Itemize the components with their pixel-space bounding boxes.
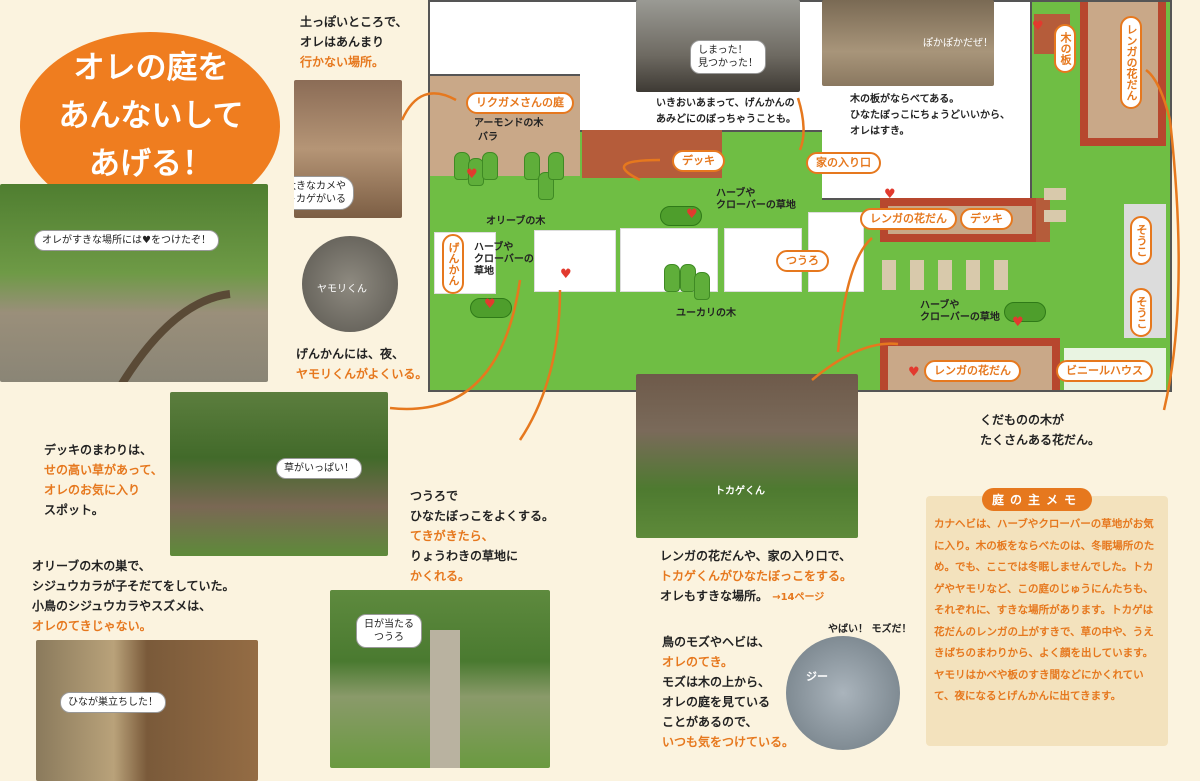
board-caption: ぽかぽかだぜ！ bbox=[923, 38, 993, 49]
heart-icon: ♥ bbox=[1012, 315, 1024, 330]
lizard-caption: トカゲくん bbox=[715, 486, 765, 497]
map-label-eucalyptus: ユーカリの木 bbox=[676, 308, 736, 319]
map-tree bbox=[524, 152, 540, 180]
map-bush bbox=[1004, 302, 1046, 322]
map-label-rose: バラ bbox=[478, 132, 498, 143]
map-label-brick-1: レンガの花だん bbox=[860, 208, 957, 230]
photo-gecko: ヤモリくん bbox=[302, 236, 398, 332]
map-label-deck-2: デッキ bbox=[960, 208, 1013, 230]
entrance-caption: しまった！見つかった！ bbox=[690, 40, 766, 74]
memo-box: 庭の主メモ カナヘビは、ハーブやクローバーの草地がお気に入り。木の板をならべたの… bbox=[926, 488, 1168, 746]
photo-turtle: 大きなカメやトカゲがいる bbox=[294, 80, 402, 218]
heart-icon: ♥ bbox=[1032, 19, 1044, 34]
page-link[interactable]: →14ページ bbox=[772, 592, 825, 603]
photo-path: 日が当たるつうろ bbox=[330, 590, 550, 768]
shrike-caption: やばい！ モズだ！ bbox=[828, 624, 912, 635]
map-label-herb-1: ハーブやクローバーの草地 bbox=[474, 242, 534, 277]
map-step bbox=[966, 260, 980, 290]
note-olive: オリーブの木の巣で、 シジュウカラが子そだてをしていた。 小鳥のシジュウカラやス… bbox=[32, 559, 235, 633]
photo-board: ぽかぽかだぜ！ bbox=[822, 0, 994, 86]
memo-title: 庭の主メモ bbox=[982, 488, 1093, 511]
heart-icon: ♥ bbox=[466, 167, 478, 182]
gecko-caption: ヤモリくん bbox=[317, 284, 367, 295]
path-stones bbox=[430, 630, 460, 768]
map-label-souko-2: そうこ bbox=[1130, 288, 1152, 337]
map-label-genkan: げんかん bbox=[442, 234, 464, 294]
map-step bbox=[910, 260, 924, 290]
hero-caption: オレがすきな場所には♥をつけたぞ！ bbox=[34, 230, 219, 251]
map-step bbox=[1044, 210, 1066, 222]
heart-icon: ♥ bbox=[908, 365, 920, 380]
map-building-left bbox=[430, 2, 582, 76]
note-shrike: 鳥のモズやヘビは、 オレのてき。 モズは木の上から、 オレの庭を見ている ことが… bbox=[662, 635, 795, 749]
map-label-board: 木の板 bbox=[1054, 24, 1076, 73]
photo-lizard-brick: トカゲくん bbox=[636, 374, 858, 538]
map-step bbox=[1044, 188, 1066, 200]
path-caption: 日が当たるつうろ bbox=[356, 614, 422, 648]
map-label-souko-1: そうこ bbox=[1130, 216, 1152, 265]
map-tree bbox=[664, 264, 680, 292]
note-gecko: げんかんには、夜、 ヤモリくんがよくいる。 bbox=[296, 347, 428, 381]
note-deck: デッキのまわりは、 せの高い草があって、 オレのお気に入り スポット。 bbox=[44, 443, 163, 517]
map-step bbox=[994, 260, 1008, 290]
map-label-herb-3: ハーブやクローバーの草地 bbox=[920, 300, 1000, 323]
note-dirt-area: 土っぽいところで、 オレはあんまり 行かない場所。 bbox=[300, 15, 408, 69]
turtle-caption: 大きなカメやトカゲがいる bbox=[294, 176, 354, 210]
heart-icon: ♥ bbox=[686, 207, 698, 222]
page-title: オレの庭を あんないして あげる！ bbox=[58, 50, 244, 182]
map-tree bbox=[548, 152, 564, 180]
map-tree bbox=[482, 152, 498, 180]
map-step bbox=[882, 260, 896, 290]
map-deck-2 bbox=[1036, 198, 1050, 242]
map-step bbox=[938, 260, 952, 290]
photo-deck: 草がいっぱい！ bbox=[170, 392, 388, 556]
note-entrance: いきおいあまって、げんかんの あみどにのぼっちゃうことも。 bbox=[656, 98, 796, 125]
map-label-brick-2: レンガの花だん bbox=[924, 360, 1021, 382]
note-brick: レンガの花だんや、家の入り口で、 トカゲくんがひなたぼっこをする。 オレもすきな… bbox=[660, 549, 853, 603]
garden-map: ♥ ♥ ♥ ♥ ♥ ♥ ♥ ♥ リクガメさんの庭 アーモンドの木 バラ オリーブ… bbox=[428, 0, 1172, 392]
map-label-deck-1: デッキ bbox=[672, 150, 725, 172]
note-path: つうろで ひなたぼっこをよくする。 てきがきたら、 りょうわきの草地に かくれる… bbox=[410, 489, 555, 583]
shrike-sound: ジー bbox=[806, 670, 828, 683]
map-label-herb-2: ハーブやクローバーの草地 bbox=[716, 188, 796, 211]
map-tile bbox=[534, 230, 616, 292]
heart-icon: ♥ bbox=[484, 297, 496, 312]
memo-body: カナヘビは、ハーブやクローバーの草地がお気に入り。木の板をならべたのは、冬眠場所… bbox=[934, 518, 1155, 702]
map-label-tsuro: つうろ bbox=[776, 250, 829, 272]
photo-shrike: ジー bbox=[786, 636, 900, 750]
map-label-vinyl: ビニールハウス bbox=[1056, 360, 1153, 382]
map-label-brick-3: レンガの花だん bbox=[1120, 16, 1142, 109]
map-bush bbox=[660, 206, 702, 226]
photo-entrance: しまった！見つかった！ bbox=[636, 0, 800, 92]
heart-icon: ♥ bbox=[884, 187, 896, 202]
note-board: 木の板がならべてある。 ひなたぼっこにちょうどいいから、 オレはすき。 bbox=[850, 94, 1010, 137]
photo-birdhouse: ひなが巣立ちした！ bbox=[36, 640, 258, 781]
birdhouse-caption: ひなが巣立ちした！ bbox=[60, 692, 166, 713]
map-label-olive: オリーブの木 bbox=[486, 216, 546, 227]
map-tree bbox=[694, 272, 710, 300]
hero-photo-lizard: オレがすきな場所には♥をつけたぞ！ bbox=[0, 184, 268, 382]
heart-icon: ♥ bbox=[560, 267, 572, 282]
note-fruit: くだものの木が たくさんある花だん。 bbox=[980, 413, 1101, 447]
grass-caption: 草がいっぱい！ bbox=[276, 458, 362, 479]
map-label-almond: アーモンドの木 bbox=[474, 118, 544, 129]
map-label-entrance: 家の入り口 bbox=[806, 152, 881, 174]
map-label-rikugame: リクガメさんの庭 bbox=[466, 92, 574, 114]
